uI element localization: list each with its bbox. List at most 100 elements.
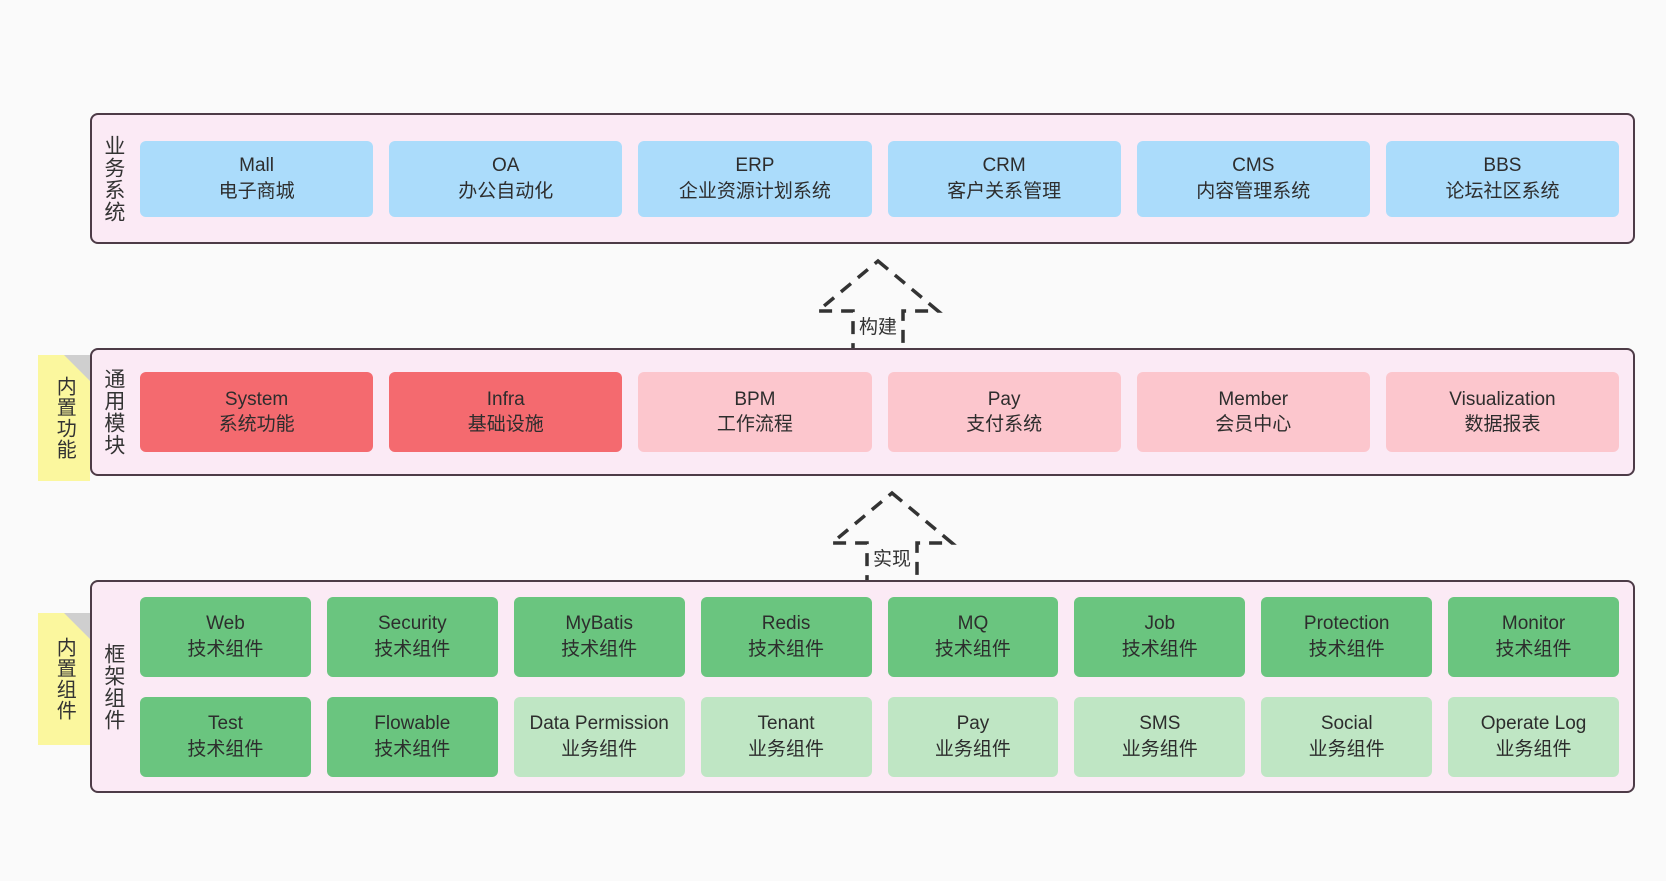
- node-tenant[interactable]: Tenant 业务组件: [700, 696, 872, 777]
- node-subtitle: 技术组件: [187, 738, 264, 760]
- node-sms[interactable]: SMS 业务组件: [1074, 696, 1246, 777]
- node-title: OA: [492, 155, 520, 177]
- layer-title-common-module: 通用模块: [101, 368, 125, 456]
- layer-body-framework-component: Web 技术组件 Security 技术组件 MyBatis 技术组件 Redi…: [134, 582, 1633, 791]
- layer-framework-component: 框架组件 Web 技术组件 Security 技术组件 MyBatis 技术组件…: [90, 580, 1635, 793]
- sticky-note-builtin-component: 内置组件: [38, 613, 90, 745]
- node-title: Test: [208, 713, 243, 735]
- node-subtitle: 数据报表: [1464, 414, 1541, 435]
- node-title: Protection: [1303, 613, 1390, 635]
- node-subtitle: 技术组件: [374, 638, 451, 660]
- node-data-permission[interactable]: Data Permission 业务组件: [513, 696, 685, 777]
- layer-business-system: 业务系统 Mall 电子商城 OA 办公自动化 ERP 企业资源计划系统 CRM…: [90, 113, 1635, 244]
- node-subtitle: 论坛社区系统: [1445, 180, 1560, 202]
- node-subtitle: 业务组件: [934, 738, 1011, 760]
- node-subtitle: 技术组件: [374, 738, 451, 760]
- node-title: BPM: [734, 388, 776, 410]
- node-job[interactable]: Job 技术组件: [1074, 596, 1246, 677]
- layer-body-common-module: System 系统功能 Infra 基础设施 BPM 工作流程 Pay 支付系统…: [134, 350, 1633, 474]
- connector-build: 构建: [798, 255, 958, 355]
- node-subtitle: 办公自动化: [458, 180, 554, 202]
- node-subtitle: 技术组件: [934, 638, 1011, 660]
- node-protection[interactable]: Protection 技术组件: [1261, 596, 1433, 677]
- node-bpm[interactable]: BPM 工作流程: [638, 372, 872, 452]
- layer-body-business-system: Mall 电子商城 OA 办公自动化 ERP 企业资源计划系统 CRM 客户关系…: [134, 115, 1633, 242]
- node-title: Redis: [761, 613, 811, 635]
- node-subtitle: 技术组件: [748, 638, 825, 660]
- node-subtitle: 技术组件: [1308, 638, 1385, 660]
- node-subtitle: 技术组件: [1495, 638, 1572, 660]
- node-title: Member: [1218, 388, 1289, 410]
- node-title: Security: [377, 613, 447, 635]
- node-subtitle: 技术组件: [1121, 638, 1198, 660]
- node-oa[interactable]: OA 办公自动化: [389, 140, 623, 217]
- node-security[interactable]: Security 技术组件: [326, 596, 498, 677]
- node-member[interactable]: Member 会员中心: [1136, 372, 1370, 452]
- node-crm[interactable]: CRM 客户关系管理: [887, 140, 1121, 217]
- node-row: Web 技术组件 Security 技术组件 MyBatis 技术组件 Redi…: [140, 596, 1619, 677]
- node-test[interactable]: Test 技术组件: [140, 696, 311, 777]
- node-subtitle: 客户关系管理: [947, 180, 1062, 202]
- node-flowable[interactable]: Flowable 技术组件: [326, 696, 498, 777]
- node-pay-component[interactable]: Pay 业务组件: [887, 696, 1059, 777]
- node-subtitle: 技术组件: [187, 638, 264, 660]
- node-redis[interactable]: Redis 技术组件: [700, 596, 872, 677]
- node-subtitle: 基础设施: [467, 414, 544, 435]
- node-pay-module[interactable]: Pay 支付系统: [887, 372, 1121, 452]
- node-mq[interactable]: MQ 技术组件: [887, 596, 1059, 677]
- node-subtitle: 技术组件: [561, 638, 638, 660]
- node-subtitle: 业务组件: [561, 738, 638, 760]
- node-title: CMS: [1232, 155, 1275, 177]
- node-title: Data Permission: [529, 713, 669, 735]
- node-title: CRM: [982, 155, 1026, 177]
- node-title: Monitor: [1501, 613, 1566, 635]
- node-system[interactable]: System 系统功能: [140, 372, 374, 452]
- node-subtitle: 业务组件: [1495, 738, 1572, 760]
- node-social[interactable]: Social 业务组件: [1261, 696, 1433, 777]
- node-operate-log[interactable]: Operate Log 业务组件: [1448, 696, 1619, 777]
- layer-common-module: 通用模块 System 系统功能 Infra 基础设施 BPM 工作流程 Pay…: [90, 348, 1635, 476]
- node-bbs[interactable]: BBS 论坛社区系统: [1385, 140, 1620, 217]
- node-infra[interactable]: Infra 基础设施: [389, 372, 623, 452]
- node-title: Pay: [987, 388, 1021, 410]
- node-title: Tenant: [757, 713, 815, 735]
- node-title: Flowable: [374, 713, 451, 735]
- node-web[interactable]: Web 技术组件: [140, 596, 311, 677]
- node-subtitle: 业务组件: [1308, 738, 1385, 760]
- node-title: SMS: [1139, 713, 1181, 735]
- node-subtitle: 系统功能: [218, 414, 295, 435]
- node-title: Operate Log: [1480, 713, 1587, 735]
- layer-title-business-system: 业务系统: [101, 134, 125, 223]
- node-subtitle: 业务组件: [748, 738, 825, 760]
- node-title: System: [224, 388, 289, 410]
- node-mybatis[interactable]: MyBatis 技术组件: [513, 596, 685, 677]
- node-visualization[interactable]: Visualization 数据报表: [1385, 372, 1620, 452]
- node-row: Test 技术组件 Flowable 技术组件 Data Permission …: [140, 696, 1619, 777]
- node-title: BBS: [1483, 155, 1522, 177]
- node-title: ERP: [735, 155, 775, 177]
- node-subtitle: 会员中心: [1215, 414, 1292, 435]
- node-row: Mall 电子商城 OA 办公自动化 ERP 企业资源计划系统 CRM 客户关系…: [140, 140, 1620, 217]
- node-subtitle: 企业资源计划系统: [678, 180, 831, 202]
- node-monitor[interactable]: Monitor 技术组件: [1448, 596, 1619, 677]
- node-title: Social: [1320, 713, 1373, 735]
- node-subtitle: 业务组件: [1121, 738, 1198, 760]
- connector-implement: 实现: [812, 487, 972, 587]
- folded-corner-icon: [64, 613, 90, 639]
- node-subtitle: 内容管理系统: [1196, 180, 1311, 202]
- node-title: Pay: [956, 713, 990, 735]
- note-label: 内置组件: [53, 637, 76, 721]
- node-title: Web: [206, 613, 245, 635]
- node-mall[interactable]: Mall 电子商城: [140, 140, 374, 217]
- node-cms[interactable]: CMS 内容管理系统: [1136, 140, 1370, 217]
- node-erp[interactable]: ERP 企业资源计划系统: [638, 140, 872, 217]
- folded-corner-icon: [64, 355, 90, 381]
- node-subtitle: 工作流程: [716, 414, 793, 435]
- note-label: 内置功能: [53, 376, 76, 460]
- node-subtitle: 电子商城: [218, 180, 295, 202]
- node-subtitle: 支付系统: [966, 414, 1043, 435]
- node-title: Job: [1144, 613, 1176, 635]
- node-title: Mall: [239, 155, 274, 177]
- node-row: System 系统功能 Infra 基础设施 BPM 工作流程 Pay 支付系统…: [140, 372, 1620, 452]
